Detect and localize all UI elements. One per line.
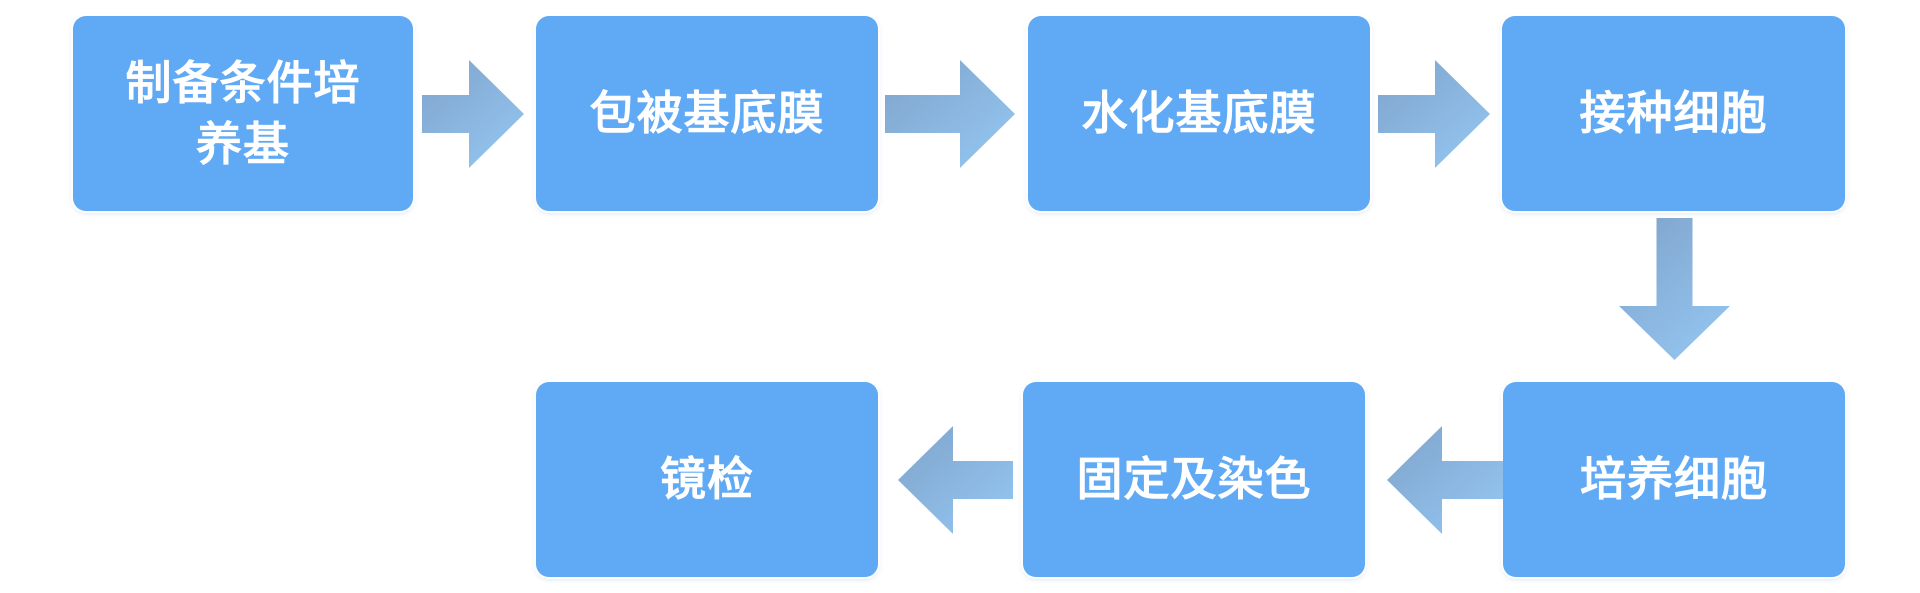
arrow-right-icon — [1378, 60, 1490, 168]
arrow-left-icon — [1387, 426, 1503, 534]
flow-node-label: 镜检 — [660, 453, 754, 506]
flow-node-label: 水化基底膜 — [1081, 87, 1317, 140]
flow-node-microscopy: 镜检 — [536, 382, 878, 577]
flow-node-coat-basement-membrane: 包被基底膜 — [536, 16, 878, 211]
arrow-down-icon — [1619, 218, 1730, 360]
flow-node-label: 包被基底膜 — [589, 87, 825, 140]
arrow-left-icon — [898, 426, 1013, 534]
flow-node-label: 固定及染色 — [1076, 453, 1312, 506]
flow-node-label: 培养细胞 — [1580, 453, 1768, 506]
flow-node-prepare-conditioned-medium: 制备条件培养基 — [73, 16, 413, 211]
flow-node-seed-cells: 接种细胞 — [1502, 16, 1845, 211]
flow-node-fix-and-stain: 固定及染色 — [1023, 382, 1365, 577]
arrow-right-icon — [885, 60, 1015, 168]
flow-node-hydrate-basement-membrane: 水化基底膜 — [1028, 16, 1370, 211]
flow-node-culture-cells: 培养细胞 — [1503, 382, 1845, 577]
flow-node-label: 接种细胞 — [1579, 87, 1768, 140]
flow-node-label: 制备条件培养基 — [125, 56, 361, 170]
arrow-right-icon — [422, 60, 524, 168]
